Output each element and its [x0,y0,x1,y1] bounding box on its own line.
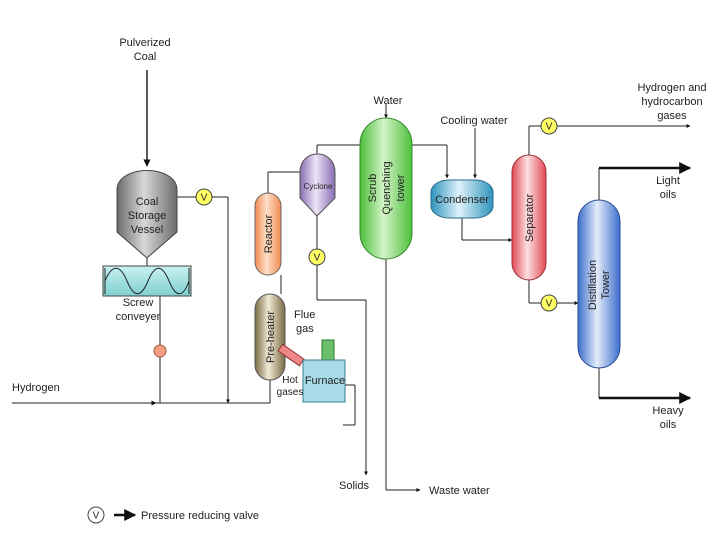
solids-label: Solids [339,480,369,492]
waste-water-label: Waste water [429,485,490,497]
flue-label-2: gas [296,323,314,335]
hydrogen-label: Hydrogen [12,382,60,394]
valve-icon: V [308,248,326,266]
heavy-oils-label-2: oils [660,419,677,431]
flue-label-1: Flue [294,309,315,321]
h2-gases-label-2: hydrocarbon [641,96,702,108]
distillation-label-2: Tower [600,270,612,300]
coal-vessel-label-1: Coal [136,196,159,208]
cyclone-label: Cyclone [304,182,333,191]
distillation-tower [577,199,621,369]
hot-gases-label-2: gases [277,387,304,398]
scrub-label-1: Scrub [367,174,379,203]
svg-text:V: V [546,299,553,310]
coal-storage-vessel [116,170,178,259]
hot-gases-duct [277,343,305,367]
furnace-label: Furnace [305,375,345,387]
heavy-oils-label-1: Heavy [652,405,684,417]
reactor-vessel [254,192,282,276]
condenser-label: Condenser [435,194,489,206]
svg-text:V: V [93,511,100,522]
scrub-label-2: Quenching [381,161,393,214]
cooling-water-label: Cooling water [440,115,508,127]
screw-conveyer [102,265,192,297]
svg-text:V: V [546,122,553,133]
h2-gases-label-3: gases [657,110,687,122]
furnace-box [302,339,346,403]
scrub-label-3: tower [395,174,407,201]
valve-icon: V [540,294,558,312]
svg-text:V: V [201,193,208,204]
coal-vessel-label-2: Storage [128,210,167,222]
water-label: Water [374,95,403,107]
scrub-quenching-tower [359,117,413,260]
cyclone-vessel [299,153,336,217]
separator-label: Separator [524,194,536,243]
pump-icon [153,344,167,358]
pulverized-coal-label-1: Pulverized [119,37,170,49]
valve-icon: V [195,188,213,206]
coal-vessel-label-3: Vessel [131,224,163,236]
condenser-vessel [430,179,494,219]
pulverized-coal-label-2: Coal [134,51,157,63]
svg-text:V: V [314,253,321,264]
hot-gases-label-1: Hot [282,375,298,386]
separator-vessel [511,154,547,281]
screw-label-1: Screw [123,297,154,309]
light-oils-label-2: oils [660,189,677,201]
distillation-label-1: Distillation [587,260,599,310]
preheater-label: Pre-heater [265,311,277,363]
preheater-vessel [254,293,286,381]
light-oils-label-1: Light [656,175,680,187]
legend-text: Pressure reducing valve [141,510,259,522]
screw-label-2: conveyer [116,311,161,323]
reactor-label: Reactor [263,214,275,253]
valve-icon: V [540,117,558,135]
h2-gases-label-1: Hydrogen and [637,82,706,94]
legend-valve-icon: V [87,506,105,524]
